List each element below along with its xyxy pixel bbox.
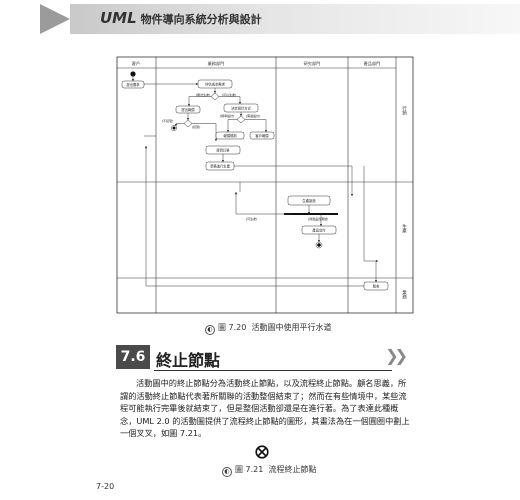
- figure-7-20-caption: ◐圖 7.20 活動圖中使用平行水道: [205, 322, 331, 335]
- guard-produce-feasible: [可生產]: [246, 216, 257, 221]
- header-band: [70, 4, 520, 34]
- lane-label-research: 研究部門: [304, 60, 321, 67]
- action-request-estimate: [121, 80, 145, 89]
- initial-node: [130, 71, 136, 77]
- section-heading: 7.6 終止節點 ❯❯: [116, 344, 408, 372]
- figure-7-21-label: 圖 7.21: [235, 465, 264, 474]
- book-subtitle: 物件導向系統分析與設計: [140, 13, 262, 26]
- action-price-quote-label: 提出報價: [181, 107, 195, 112]
- header-chevron-decoration: [40, 4, 70, 34]
- decision-feasibility: [210, 92, 220, 101]
- action-eval-cost-label: 評估成本需求: [205, 82, 225, 87]
- figure-caption-icon: ◐: [222, 467, 232, 477]
- action-decide-design-label: 決定設計方式: [231, 106, 251, 111]
- partition-label-sales: 業務: [402, 289, 407, 301]
- diagram-frame: [116, 56, 414, 314]
- decision-accept: [183, 119, 193, 128]
- guard-custom: [客製設計]: [246, 113, 260, 118]
- action-customer-receive-label: 驗收: [373, 284, 380, 289]
- guard-standard: [標準設計]: [220, 113, 234, 118]
- action-produce-label: 生產製造: [302, 198, 316, 203]
- partition-label-marketing: 行銷: [402, 105, 407, 117]
- section-number: 7.6: [116, 345, 150, 369]
- figure-7-21-text: 流程終止節點: [268, 465, 317, 474]
- body-paragraph: 活動圖中的終止節點分為活動終止節點，以及流程終止節點。顧名思義，所謂的活動終止節…: [120, 378, 410, 438]
- action-quote-plan: [215, 131, 245, 140]
- book-brand: UML: [100, 9, 137, 27]
- flow-final-node-icon: [255, 445, 269, 459]
- section-underline: [154, 370, 392, 371]
- lane-label-customer: 客戶: [132, 60, 140, 67]
- decision-design: [236, 115, 246, 124]
- lane-label-product: 產品部門: [364, 60, 381, 67]
- figure-caption-icon: ◐: [205, 325, 215, 335]
- action-confirm-order-label: 接到訂單: [216, 148, 230, 153]
- guard-quality-pass: [通過品質測試]: [308, 216, 328, 221]
- guard-feasible: [可以生產]: [222, 92, 236, 97]
- figure-7-20-text: 活動圖中使用平行水道: [251, 323, 332, 332]
- double-chevron-right-icon: ❯❯: [385, 346, 408, 365]
- figure-7-20-label: 圖 7.20: [218, 323, 247, 332]
- page-number: 7-20: [96, 482, 115, 491]
- guard-rejected: [不接受]: [162, 118, 173, 123]
- action-quote-plan-label: 報價規劃: [223, 133, 237, 138]
- action-request-estimate-label: 提出需求: [126, 82, 140, 87]
- action-quote-customer: [249, 131, 275, 140]
- section-title: 終止節點: [156, 351, 221, 370]
- lane-label-sales: 業務部門: [208, 60, 225, 67]
- partition-label-production: 生產: [402, 223, 407, 235]
- guard-not-feasible: [無法生產]: [196, 92, 210, 97]
- action-quote-customer-label: 客戶報價: [255, 133, 269, 138]
- action-product-delivery-label: 產品交付: [312, 228, 326, 233]
- guard-accepted: [接受]: [192, 124, 200, 129]
- activity-diagram-swimlanes: 客戶 業務部門 研究部門 產品部門 行銷 生產 業務 提出需求 評估成本需求 […: [116, 56, 414, 314]
- figure-7-21-caption: ◐圖 7.21 流程終止節點: [222, 464, 316, 477]
- action-prepare-production-label: 準備進行生產: [210, 164, 230, 169]
